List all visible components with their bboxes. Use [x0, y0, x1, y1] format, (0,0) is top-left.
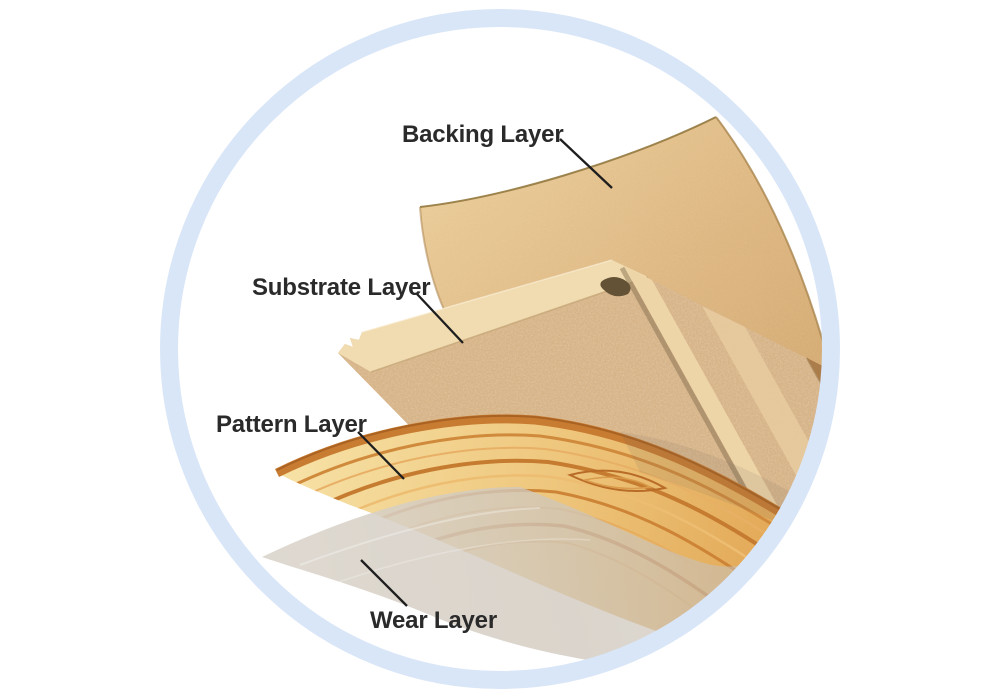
leader-line-substrate — [416, 293, 464, 344]
leader-line-wear — [360, 559, 408, 607]
label-pattern-layer: Pattern Layer — [216, 411, 367, 438]
leader-lines — [357, 138, 613, 607]
label-wear-layer: Wear Layer — [370, 607, 497, 634]
leader-line-backing — [559, 138, 613, 189]
circle-frame — [160, 9, 840, 689]
leader-line-pattern — [357, 431, 405, 480]
label-backing-layer: Backing Layer — [402, 121, 564, 148]
label-substrate-layer: Substrate Layer — [252, 274, 431, 301]
